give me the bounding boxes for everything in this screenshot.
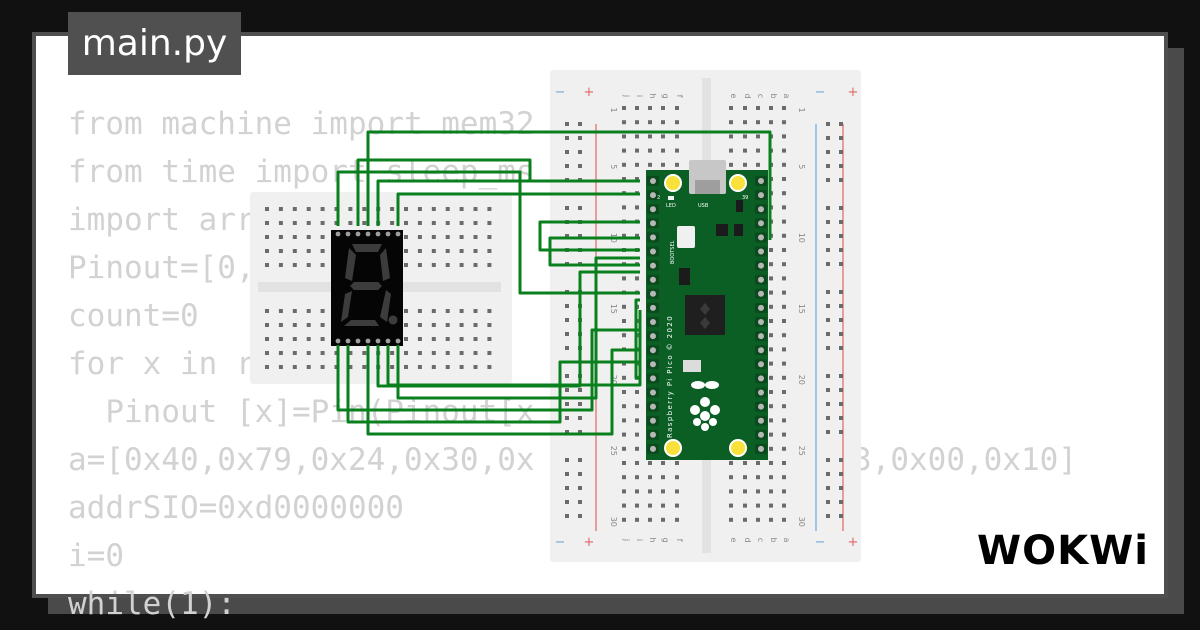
column-label: i: [635, 95, 644, 97]
code-line: addrSIO=0xd0000000: [68, 490, 404, 526]
mounting-hole: [729, 174, 747, 192]
row-label: 10: [797, 233, 806, 243]
file-tab-label: main.py: [81, 23, 228, 64]
row-label: 15: [609, 304, 618, 314]
rail-sign: +: [584, 85, 595, 100]
pico-pin-headers: [647, 176, 767, 454]
pin-number-label: 2: [657, 195, 660, 201]
code-line: i=0: [68, 538, 124, 574]
column-label: c: [756, 94, 765, 98]
rail-sign: −: [555, 85, 566, 100]
chip-logo-icon: [700, 303, 710, 329]
jumper-wires: [336, 130, 772, 436]
column-label: i: [635, 539, 644, 541]
code-line: for x in r: [68, 346, 255, 382]
row-label: 1: [609, 107, 618, 112]
row-label: 15: [797, 304, 806, 314]
mounting-hole: [729, 439, 747, 457]
column-label: c: [756, 538, 765, 542]
led-icon: [668, 196, 674, 200]
code-line: Pinout [x]=Pin(Pinout[x: [68, 394, 535, 430]
segment-digit: [341, 244, 398, 326]
row-label: 30: [609, 517, 618, 527]
column-label: b: [769, 93, 778, 98]
row-label: 30: [797, 517, 806, 527]
rail-sign: −: [555, 535, 566, 550]
seven-segment-display[interactable]: [331, 230, 403, 346]
mounting-hole: [664, 439, 682, 457]
rail-sign: +: [584, 535, 595, 550]
row-label: 20: [797, 375, 806, 385]
wokwi-logo: WOKWi: [977, 528, 1149, 574]
column-label: d: [743, 537, 752, 542]
breadboard-rail-signs: + − + − + − + −: [555, 85, 859, 550]
column-label: f: [675, 95, 684, 98]
led-label: LED: [666, 203, 676, 209]
rail-sign: −: [815, 85, 826, 100]
pin-number-label: 39: [742, 195, 748, 201]
row-label: 1: [797, 107, 806, 112]
raspberry-pi-pico[interactable]: LED USB 2 39 BOOTSEL Raspberry Pi Pico ©…: [646, 160, 768, 460]
chip-component: [679, 268, 690, 285]
code-line: import arr: [68, 202, 255, 238]
column-label: e: [729, 94, 738, 99]
column-label: e: [729, 538, 738, 543]
code-line: count=0: [68, 298, 199, 334]
column-label: a: [782, 94, 791, 99]
code-line: a=[0x40,0x79,0x24,0x30,0x: [68, 442, 535, 478]
code-line: Pinout=[0,: [68, 250, 255, 286]
column-label: j: [622, 538, 631, 541]
row-label: 5: [797, 164, 806, 169]
rail-sign: +: [848, 535, 859, 550]
column-label: d: [743, 93, 752, 98]
column-label: g: [661, 93, 670, 98]
column-label: g: [661, 537, 670, 542]
row-label: 5: [609, 164, 618, 169]
display-pins: [335, 231, 401, 344]
file-tab[interactable]: main.py: [68, 12, 241, 75]
chip-component: [736, 200, 743, 212]
mounting-hole: [664, 174, 682, 192]
chip-component: [734, 224, 743, 236]
flash-chip: [683, 360, 701, 372]
column-label: f: [675, 539, 684, 542]
code-line-fragment: 3,0x00,0x10]: [853, 442, 1077, 478]
code-line: while(1):: [68, 586, 236, 622]
column-label: j: [622, 94, 631, 97]
row-label: 25: [797, 446, 806, 456]
column-label: h: [648, 93, 657, 98]
rail-sign: +: [848, 85, 859, 100]
chip-component: [716, 224, 728, 236]
raspberry-logo-icon: [690, 381, 720, 431]
row-label: 25: [609, 446, 618, 456]
column-label: h: [648, 537, 657, 542]
column-label: b: [769, 537, 778, 542]
usb-label: USB: [698, 203, 709, 209]
bootsel-button[interactable]: [677, 226, 695, 248]
wokwi-logo-text: WOKWi: [977, 528, 1149, 574]
bootsel-label: BOOTSEL: [670, 240, 676, 264]
column-label: a: [782, 538, 791, 543]
code-line: from machine import mem32: [68, 106, 535, 142]
board-label: Raspberry Pi Pico © 2020: [666, 315, 674, 438]
rail-sign: −: [815, 535, 826, 550]
